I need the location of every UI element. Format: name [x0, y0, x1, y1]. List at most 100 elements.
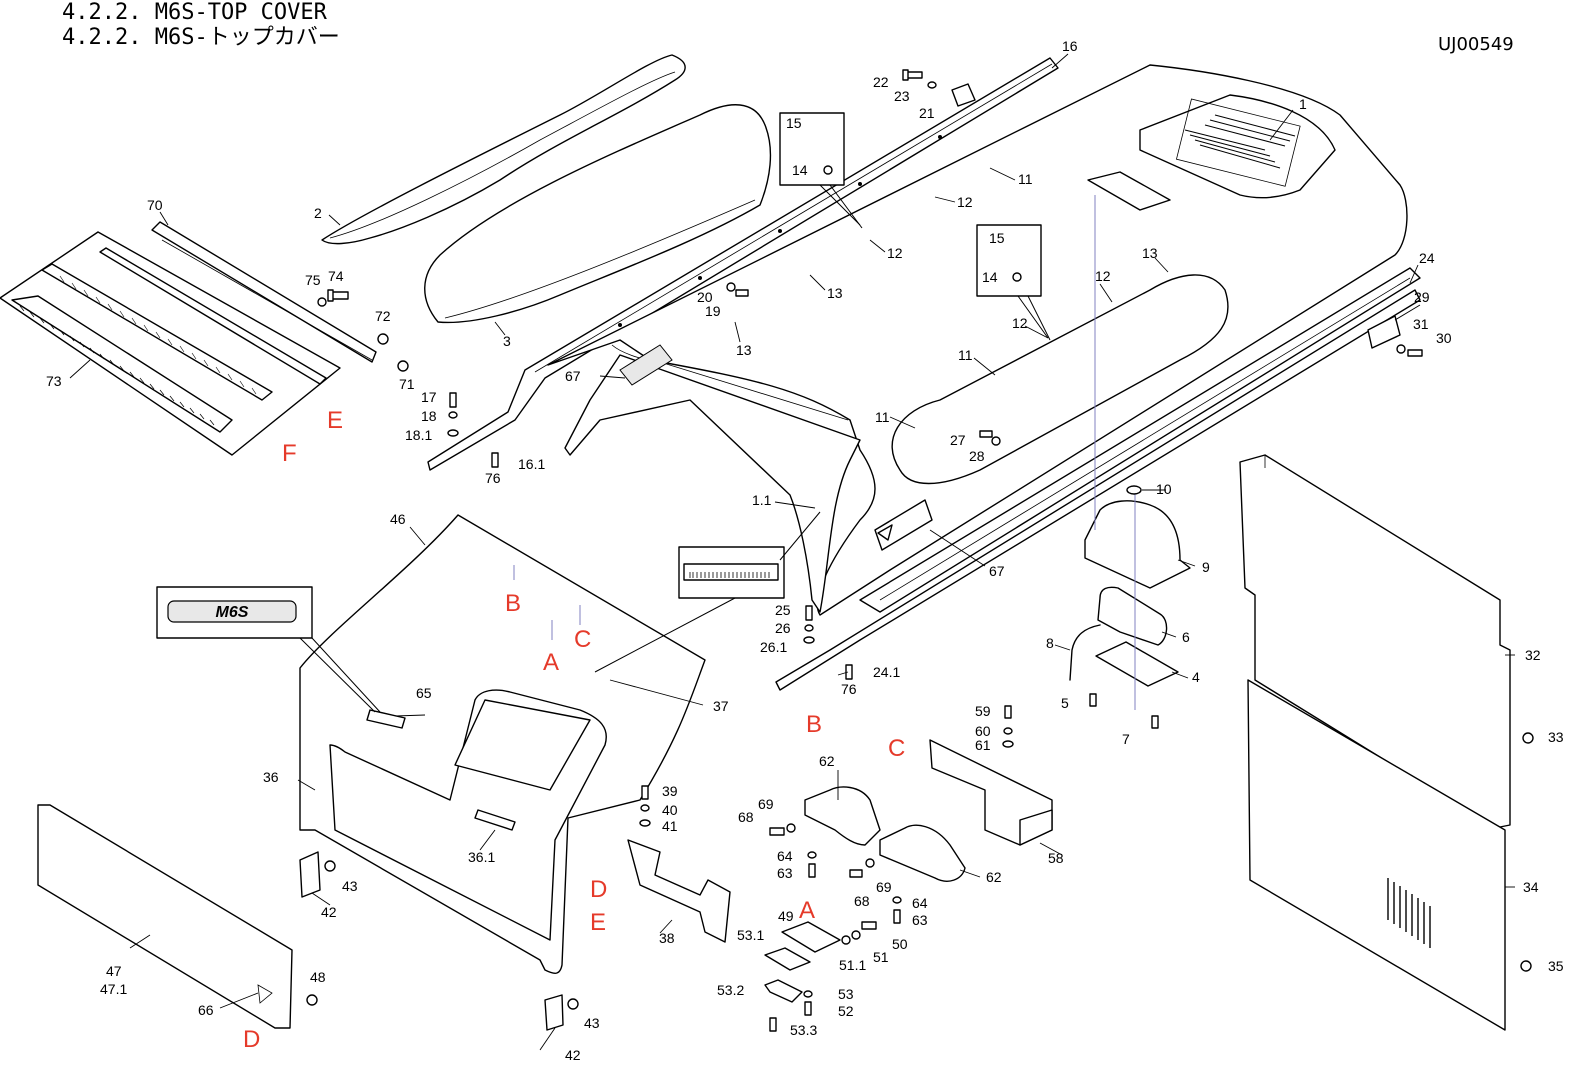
callout-64a: 64 [777, 848, 793, 864]
callout-23: 23 [894, 88, 910, 104]
panel-67 [564, 344, 933, 613]
callout-14a: 14 [792, 162, 808, 178]
callout-20: 20 [697, 289, 713, 305]
rail-16 [427, 57, 1059, 471]
cover-part-3 [424, 104, 772, 324]
washer-51 [851, 930, 861, 940]
screw-17 [449, 392, 457, 408]
screw-50 [861, 921, 877, 930]
callout-69a: 69 [758, 796, 774, 812]
callout-18: 18 [421, 408, 437, 424]
hinge-62a [804, 786, 881, 846]
washer-31 [1396, 344, 1406, 354]
callout-47: 47 [106, 963, 122, 979]
callout-28: 28 [969, 448, 985, 464]
clip-42a [299, 851, 321, 898]
callout-43b: 43 [584, 1015, 600, 1031]
cover-part-2 [321, 54, 686, 245]
screw-71 [397, 360, 409, 372]
ref-letter-a-bracket: A [799, 897, 815, 924]
callout-11c: 11 [875, 409, 890, 425]
screw-22 [902, 69, 923, 81]
callout-61: 61 [975, 737, 991, 753]
callout-75: 75 [305, 272, 321, 288]
callout-13a: 13 [1142, 245, 1158, 261]
washer-64b [892, 896, 902, 904]
callout-68b: 68 [854, 893, 870, 909]
callout-11b: 11 [958, 347, 973, 363]
callout-42a: 42 [321, 904, 337, 920]
screw-14a [823, 165, 833, 175]
callout-30: 30 [1436, 330, 1452, 346]
callout-65: 65 [416, 685, 432, 701]
model-badge-text: M6S [216, 604, 249, 621]
screw-7 [1151, 715, 1159, 729]
ref-letter-a-cover: A [543, 649, 559, 676]
callout-25: 25 [775, 602, 791, 618]
callout-33: 33 [1548, 729, 1564, 745]
screw-63a [808, 863, 816, 878]
callout-8: 8 [1046, 635, 1054, 651]
inset-model-badge: M6S [156, 586, 313, 639]
title-ja: 4.2.2. M6S-トップカバー [62, 25, 340, 50]
callout-3: 3 [503, 333, 511, 349]
inset-15-14-right [976, 224, 1042, 297]
bracket-49 [781, 921, 841, 953]
washer-28 [991, 436, 1001, 446]
screw-14b [1012, 272, 1022, 282]
callout-43a: 43 [342, 878, 358, 894]
front-cover-36 [299, 514, 706, 974]
callout-51: 51 [873, 949, 889, 965]
screw-33 [1522, 732, 1534, 744]
screw-59 [1004, 705, 1012, 719]
callout-67b: 67 [989, 563, 1005, 579]
ref-letter-d-plate: D [243, 1026, 260, 1053]
callout-51-1: 51.1 [839, 957, 866, 973]
callout-50: 50 [892, 936, 908, 952]
callout-31: 31 [1413, 316, 1429, 332]
callout-24: 24 [1419, 250, 1435, 266]
callout-52: 52 [838, 1003, 854, 1019]
callout-71: 71 [399, 376, 415, 392]
callout-38: 38 [659, 930, 675, 946]
callout-9: 9 [1202, 559, 1210, 575]
washer-41 [639, 819, 651, 827]
washer-75 [317, 297, 327, 307]
callout-6: 6 [1182, 629, 1190, 645]
callout-40: 40 [662, 802, 678, 818]
inset-serial-label [678, 546, 785, 599]
callout-26: 26 [775, 620, 791, 636]
callout-63b: 63 [912, 912, 928, 928]
callout-67a: 67 [565, 368, 581, 384]
washer-64a [807, 851, 817, 859]
washer-53 [803, 990, 813, 998]
washer-69b [865, 858, 875, 868]
callout-64b: 64 [912, 895, 928, 911]
screw-10 [1126, 485, 1142, 495]
callout-68a: 68 [738, 809, 754, 825]
screw-74 [327, 289, 349, 302]
screw-43b [567, 998, 579, 1010]
callout-1-1: 1.1 [752, 492, 772, 508]
callout-35: 35 [1548, 958, 1564, 974]
screw-16-1 [491, 452, 499, 468]
ref-letter-c-cover: C [574, 626, 591, 653]
callout-73: 73 [46, 373, 62, 389]
screw-48 [306, 994, 318, 1006]
callout-36-1: 36.1 [468, 849, 495, 865]
washer-18-1 [447, 429, 459, 437]
callout-4: 4 [1192, 669, 1200, 685]
screw-53-3 [769, 1017, 777, 1032]
panel-73-group [0, 221, 377, 456]
callout-5: 5 [1061, 695, 1069, 711]
callout-47-1: 47.1 [100, 981, 127, 997]
washer-26 [804, 624, 814, 632]
callout-66: 66 [198, 1002, 214, 1018]
washer-20 [726, 282, 736, 292]
callout-18-1: 18.1 [405, 427, 432, 443]
callout-62b: 62 [986, 869, 1002, 885]
callout-74: 74 [328, 268, 344, 284]
callout-63a: 63 [777, 865, 793, 881]
bracket-53 [764, 947, 811, 1003]
screw-63b [893, 909, 901, 924]
